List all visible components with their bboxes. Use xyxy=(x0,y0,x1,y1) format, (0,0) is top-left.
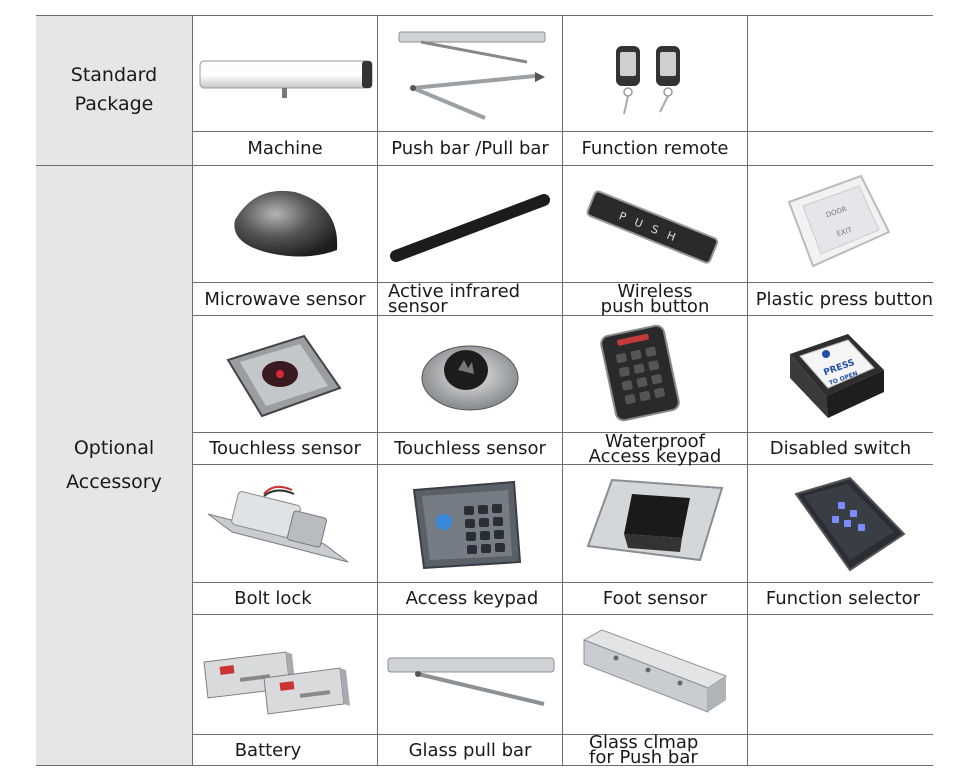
wireless-push-button-icon: PUSH xyxy=(582,188,722,268)
grid-line xyxy=(747,15,748,765)
access-keypad-icon xyxy=(410,476,524,574)
caption-glass-clamp: Glass clmap for Push bar xyxy=(589,732,699,768)
standard-label-line2: Package xyxy=(74,93,154,115)
glass-clamp-icon xyxy=(580,628,730,714)
infrared-sensor-icon xyxy=(388,192,552,266)
foot-sensor-icon xyxy=(584,476,726,568)
caption-microwave-sensor: Microwave sensor xyxy=(204,288,366,310)
caption-foot-sensor: Foot sensor xyxy=(602,588,708,609)
section-label-optional: Optional Accessory xyxy=(36,165,192,765)
function-selector-icon xyxy=(790,474,908,574)
caption-access-keypad: Access keypad xyxy=(405,588,539,609)
touchless-sensor-square-icon xyxy=(222,332,346,420)
optional-label-line2: Accessory xyxy=(66,471,162,493)
remote-control-icon xyxy=(604,40,694,120)
optional-label-line1: Optional xyxy=(73,437,155,459)
caption-plastic-press-button: Plastic press button xyxy=(755,288,933,310)
push-pull-arm-icon xyxy=(393,28,549,124)
caption-function-remote: Function remote xyxy=(581,138,729,159)
caption-waterproof-keypad: Waterproof Access keypad xyxy=(588,430,722,467)
glass-pull-bar-icon xyxy=(384,654,556,714)
battery-icon xyxy=(200,636,350,720)
caption-disabled-switch: Disabled switch xyxy=(769,438,912,459)
caption-machine: Machine xyxy=(247,138,323,159)
caption-function-selector: Function selector xyxy=(765,588,921,609)
disabled-switch-icon: PRESS TO OPEN xyxy=(786,330,888,422)
caption-glass-pull-bar: Glass pull bar xyxy=(408,739,532,761)
grid-line xyxy=(36,765,933,766)
caption-push-bar: Push bar /Pull bar xyxy=(391,138,549,159)
waterproof-keypad-icon xyxy=(594,324,686,422)
caption-battery: Battery xyxy=(234,739,302,761)
caption-active-infrared: Active infrared sensor xyxy=(388,281,521,317)
section-label-standard: Standard Package xyxy=(36,15,192,165)
standard-label-line1: Standard xyxy=(70,64,158,86)
microwave-sensor-icon xyxy=(225,180,345,272)
exit-button-icon: DOOR EXIT xyxy=(783,172,893,270)
caption-touchless-sensor-2: Touchless sensor xyxy=(394,438,546,459)
grid-line xyxy=(36,165,933,166)
caption-bolt-lock: Bolt lock xyxy=(234,588,312,609)
bolt-lock-icon xyxy=(204,484,352,570)
door-operator-icon xyxy=(198,25,374,125)
touchless-sensor-round-icon xyxy=(418,330,522,412)
grid-line xyxy=(36,15,933,16)
caption-touchless-sensor-1: Touchless sensor xyxy=(209,438,361,459)
caption-wireless-push-button: Wireless push button xyxy=(600,281,710,317)
grid-line xyxy=(562,15,563,765)
grid-line xyxy=(192,15,193,765)
grid-line xyxy=(377,15,378,765)
